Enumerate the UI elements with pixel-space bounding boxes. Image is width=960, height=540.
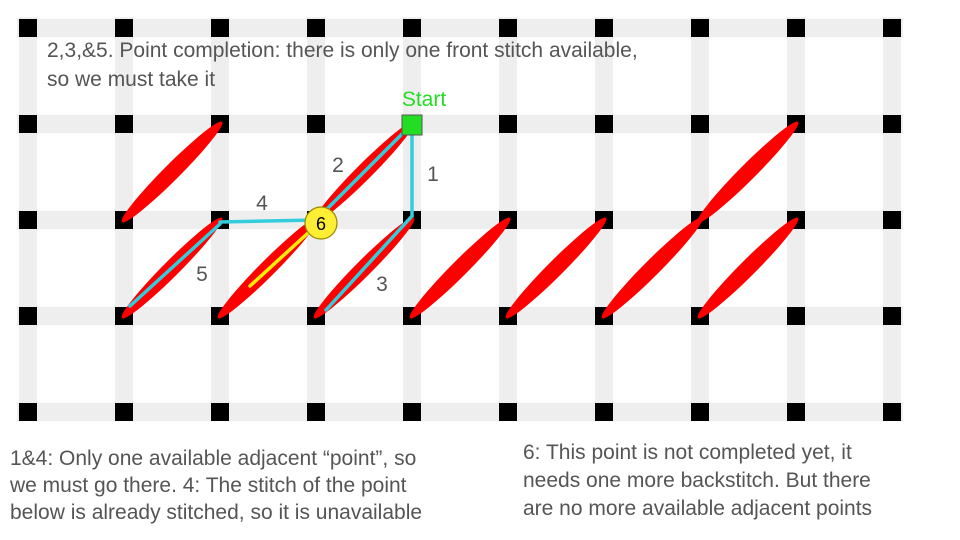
stitch-2 xyxy=(697,121,799,223)
stitch-0 xyxy=(121,121,223,223)
backstitch-path xyxy=(128,122,414,312)
grid-line-h-0 xyxy=(17,19,903,37)
grid-node-r4-c8 xyxy=(787,403,805,421)
step-label-3: 3 xyxy=(376,273,388,296)
grid-line-h-3 xyxy=(17,307,903,325)
backstitch-segment-4 xyxy=(218,218,318,224)
grid-node-r3-c9 xyxy=(883,307,901,325)
grid-node-r1-c5 xyxy=(499,115,517,133)
caption-adjacent-point: 1&4: Only one available adjacent “point”… xyxy=(10,447,423,524)
grid-line-h-4 xyxy=(17,403,903,421)
grid-node-r0-c5 xyxy=(499,19,517,37)
grid-node-r0-c7 xyxy=(691,19,709,37)
grid-node-r0-c8 xyxy=(787,19,805,37)
step-label-5: 5 xyxy=(196,263,208,286)
point-6-marker xyxy=(304,206,338,240)
stitch-7 xyxy=(505,217,607,319)
caption-point-completion: 2,3,&5. Point completion: there is only … xyxy=(47,39,638,91)
grid-node-r4-c9 xyxy=(883,403,901,421)
grid-node-r4-c4 xyxy=(403,403,421,421)
grid-node-r1-c6 xyxy=(595,115,613,133)
grid-node-r4-c6 xyxy=(595,403,613,421)
current-stitch-line xyxy=(248,231,310,288)
step-labels: 1 2 3 4 5 xyxy=(196,154,439,296)
current-stitch xyxy=(248,231,310,288)
grid-node-r0-c1 xyxy=(115,19,133,37)
stitch-9 xyxy=(697,217,799,319)
grid-line-h-2 xyxy=(17,211,903,229)
grid-node-r4-c7 xyxy=(691,403,709,421)
backstitch-segment-5 xyxy=(128,222,222,308)
grid-node-r0-c2 xyxy=(211,19,229,37)
grid-node-r0-c9 xyxy=(883,19,901,37)
point-6-label: 6 xyxy=(316,214,326,234)
grid-node-r1-c3 xyxy=(307,115,325,133)
grid-node-r4-c0 xyxy=(19,403,37,421)
grid-node-r1-c0 xyxy=(19,115,37,133)
markers: Start 6 xyxy=(304,88,447,240)
grid-node-r2-c0 xyxy=(19,211,37,229)
grid-node-r3-c0 xyxy=(19,307,37,325)
grid-node-r0-c6 xyxy=(595,19,613,37)
grid-line-h-1 xyxy=(17,115,903,133)
grid-node-r4-c2 xyxy=(211,403,229,421)
grid-node-r4-c1 xyxy=(115,403,133,421)
grid-node-r0-c3 xyxy=(307,19,325,37)
grid-node-r0-c4 xyxy=(403,19,421,37)
backstitch-segment-3 xyxy=(324,214,414,312)
stitch-8 xyxy=(601,217,703,319)
grid-node-r1-c1 xyxy=(115,115,133,133)
stitch-6 xyxy=(409,217,511,319)
caption-point-6: 6: This point is not completed yet, it n… xyxy=(523,441,873,520)
step-label-2: 2 xyxy=(332,154,344,177)
start-marker xyxy=(401,114,423,136)
grid-node-r2-c9 xyxy=(883,211,901,229)
grid-node-r3-c8 xyxy=(787,307,805,325)
backstitch-segment-2 xyxy=(314,122,414,222)
grid-node-r1-c9 xyxy=(883,115,901,133)
grid-node-r0-c0 xyxy=(19,19,37,37)
grid-node-r4-c3 xyxy=(307,403,325,421)
grid-node-r4-c5 xyxy=(499,403,517,421)
grid-node-r1-c7 xyxy=(691,115,709,133)
step-label-1: 1 xyxy=(427,163,439,186)
step-label-4: 4 xyxy=(256,192,268,215)
start-label: Start xyxy=(402,88,447,111)
